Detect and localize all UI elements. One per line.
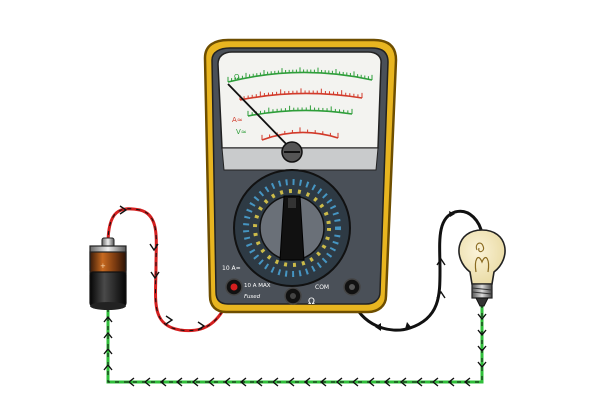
wire-arrow <box>239 377 247 387</box>
scale-label-v: V≈ <box>236 128 247 136</box>
wire-arrow <box>477 361 487 369</box>
scale-label-ohm: Ω <box>234 73 240 81</box>
wire-arrow <box>175 377 183 387</box>
bulb-filament <box>474 257 490 273</box>
battery-plus-sign: + <box>100 262 106 270</box>
range-selector[interactable] <box>233 169 351 287</box>
ohm-scale-arc <box>227 71 373 83</box>
wire-arrow <box>223 377 231 387</box>
wire-arrow <box>477 329 487 337</box>
wire-arrow <box>103 331 113 339</box>
jack-label-com: COM <box>315 284 329 291</box>
wire-arrow <box>255 377 263 387</box>
battery: + <box>89 237 127 310</box>
wire-arrow <box>287 377 295 387</box>
wire-arrow <box>447 377 455 387</box>
jack-label-10a: 10 A≃ <box>222 265 241 272</box>
jack-label-fused: Fused <box>244 294 261 300</box>
wire-arrow <box>367 377 375 387</box>
wire-arrow <box>103 315 113 323</box>
light-bulb <box>458 229 506 307</box>
wire-arrow <box>127 377 135 387</box>
wire-arrow <box>207 377 215 387</box>
wire-arrow <box>463 377 471 387</box>
jack-label-10amax: 10 A MAX <box>244 283 271 289</box>
black-wire-arrows <box>375 211 455 331</box>
dial-knob-pointer[interactable] <box>279 195 305 261</box>
volt-scale-arc <box>247 109 353 117</box>
red-wire-arrows <box>119 205 206 331</box>
meter-needle <box>227 83 293 151</box>
wire-arrow <box>335 377 343 387</box>
green-wire <box>103 305 487 387</box>
wire-arrow <box>415 377 423 387</box>
red-wire <box>106 205 234 333</box>
wire-arrow <box>271 377 279 387</box>
wire-arrow <box>351 377 359 387</box>
wire-arrow <box>399 377 407 387</box>
meter-scales: A≈ Ω V≈ <box>227 67 373 141</box>
scale-label-a: A≈ <box>232 116 243 124</box>
wire-arrow <box>319 377 327 387</box>
wire-arrow <box>303 377 311 387</box>
scale-ticks <box>227 67 373 140</box>
wire-arrow <box>383 377 391 387</box>
green-wire-arrows <box>103 313 487 387</box>
wire-arrow <box>103 363 113 371</box>
wire-arrow <box>191 377 199 387</box>
wire-arrow <box>143 377 151 387</box>
input-jacks: 10 A≃ 10 A MAX Fused COM Ω <box>222 265 361 307</box>
wire-arrow <box>431 377 439 387</box>
wire-arrow <box>477 345 487 353</box>
wire-arrow <box>103 347 113 355</box>
analog-multimeter: A≈ Ω V≈ 10 A≃ 10 A MAX Fused <box>203 38 398 314</box>
jack-label-ohm: Ω <box>308 297 315 307</box>
wire-arrow <box>159 377 167 387</box>
black-wire <box>350 209 484 332</box>
wire-arrow <box>477 313 487 321</box>
